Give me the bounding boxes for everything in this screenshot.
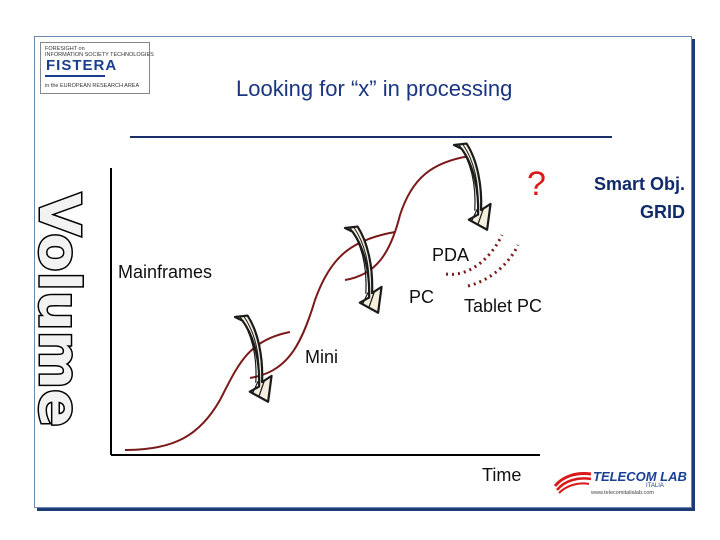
dotted-arc-pda — [445, 234, 504, 276]
y-axis-label: Volume — [26, 193, 91, 427]
logo-name: FISTERA — [46, 57, 118, 74]
fistera-logo: FORESIGHT on INFORMATION SOCIETY TECHNOL… — [40, 42, 154, 94]
telecom-lab-url: www.telecomitalialab.com — [591, 490, 654, 496]
label-smart-obj: Smart Obj. — [593, 174, 685, 194]
question-mark: ? — [527, 165, 546, 203]
label-pc: PC — [409, 287, 435, 307]
label-grid: GRID — [640, 202, 685, 222]
dotted-arc-tablet — [467, 244, 520, 288]
logo-line-2: INFORMATION SOCIETY TECHNOLOGIES — [45, 52, 154, 58]
title-underline — [130, 136, 612, 138]
logo-line-1: FORESIGHT on — [45, 46, 85, 52]
telecom-lab-name: TELECOM LAB — [593, 469, 687, 484]
arrow-icon — [437, 139, 505, 231]
label-tablet-pc: Tablet PC — [464, 296, 543, 316]
slide-frame — [34, 36, 692, 508]
logo-line-3: in the EUROPEAN RESEARCH AREA — [45, 83, 140, 89]
arrow-icon — [218, 311, 286, 403]
label-mainframes: Mainframes — [118, 262, 213, 282]
arrow-icon — [328, 222, 396, 314]
label-mini: Mini — [305, 347, 339, 367]
telecom-lab-logo: TELECOM LAB ITALIA www.telecomitalialab.… — [553, 464, 687, 500]
telecom-lab-sub: ITALIA — [646, 483, 664, 489]
logo-underline — [45, 75, 105, 77]
slide-title: Looking for “x” in processing — [236, 76, 513, 101]
x-axis-label: Time — [482, 465, 522, 485]
telecom-swoosh-icon — [553, 472, 592, 494]
label-pda: PDA — [432, 245, 470, 265]
future-stage-labels: Smart Obj. GRID — [570, 170, 685, 226]
